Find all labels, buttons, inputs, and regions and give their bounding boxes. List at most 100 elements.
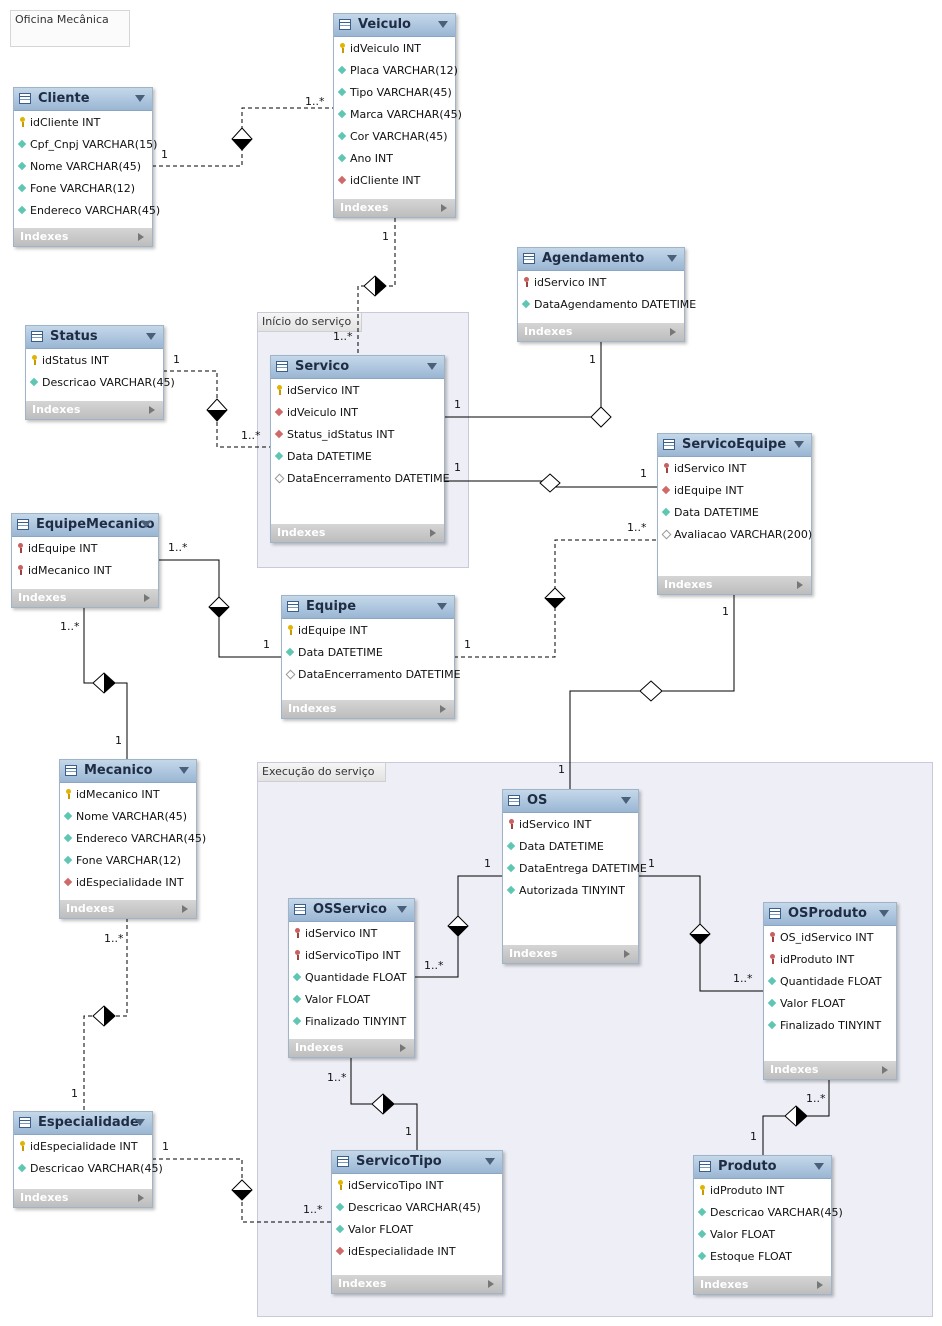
column-row[interactable]: Descricao VARCHAR(45) xyxy=(694,1202,843,1224)
column-row[interactable]: Data DATETIME xyxy=(282,642,454,664)
entity-header[interactable]: Agendamento xyxy=(518,248,684,271)
collapse-arrow-icon[interactable] xyxy=(427,363,437,370)
column-row[interactable]: Quantidade FLOAT xyxy=(764,971,896,993)
column-row[interactable]: idCliente INT xyxy=(334,170,455,192)
expand-arrow-icon[interactable] xyxy=(882,1066,888,1074)
column-row[interactable]: idServico INT xyxy=(658,458,811,480)
expand-arrow-icon[interactable] xyxy=(400,1044,406,1052)
column-row[interactable]: Marca VARCHAR(45) xyxy=(334,104,462,126)
column-row[interactable]: idServico INT xyxy=(271,380,444,402)
column-row[interactable]: idEquipe INT xyxy=(658,480,811,502)
expand-arrow-icon[interactable] xyxy=(430,529,436,537)
column-row[interactable]: idEspecialidade INT xyxy=(332,1241,502,1263)
column-row[interactable]: Finalizado TINYINT xyxy=(764,1015,896,1037)
column-row[interactable]: DataAgendamento DATETIME xyxy=(518,294,696,316)
collapse-arrow-icon[interactable] xyxy=(135,1119,145,1126)
column-row[interactable]: Fone VARCHAR(12) xyxy=(14,178,152,200)
expand-arrow-icon[interactable] xyxy=(144,594,150,602)
collapse-arrow-icon[interactable] xyxy=(141,521,151,528)
indexes-section[interactable]: Indexes xyxy=(764,1061,896,1079)
collapse-arrow-icon[interactable] xyxy=(438,21,448,28)
column-row[interactable]: idVeiculo INT xyxy=(334,38,455,60)
entity-header[interactable]: Equipe xyxy=(282,596,454,619)
column-row[interactable]: DataEncerramento DATETIME xyxy=(271,468,450,490)
column-row[interactable]: idEquipe INT xyxy=(12,538,158,560)
expand-arrow-icon[interactable] xyxy=(817,1281,823,1289)
expand-arrow-icon[interactable] xyxy=(441,204,447,212)
indexes-section[interactable]: Indexes xyxy=(60,900,196,918)
column-row[interactable]: Nome VARCHAR(45) xyxy=(60,806,196,828)
column-row[interactable]: Cpf_Cnpj VARCHAR(15) xyxy=(14,134,157,156)
expand-arrow-icon[interactable] xyxy=(488,1280,494,1288)
expand-arrow-icon[interactable] xyxy=(797,581,803,589)
column-row[interactable]: Valor FLOAT xyxy=(694,1224,831,1246)
column-row[interactable]: OS_idServico INT xyxy=(764,927,896,949)
column-row[interactable]: idServico INT xyxy=(518,272,684,294)
collapse-arrow-icon[interactable] xyxy=(179,767,189,774)
collapse-arrow-icon[interactable] xyxy=(146,333,156,340)
indexes-section[interactable]: Indexes xyxy=(503,945,638,963)
entity-header[interactable]: OSServico xyxy=(289,899,414,922)
column-row[interactable]: idCliente INT xyxy=(14,112,152,134)
indexes-section[interactable]: Indexes xyxy=(694,1276,831,1294)
indexes-section[interactable]: Indexes xyxy=(334,199,455,217)
column-row[interactable]: idEquipe INT xyxy=(282,620,454,642)
indexes-section[interactable]: Indexes xyxy=(271,524,444,542)
column-row[interactable]: Valor FLOAT xyxy=(332,1219,502,1241)
indexes-section[interactable]: Indexes xyxy=(282,700,454,718)
entity-header[interactable]: Status xyxy=(26,326,163,349)
collapse-arrow-icon[interactable] xyxy=(485,1158,495,1165)
column-row[interactable]: Tipo VARCHAR(45) xyxy=(334,82,455,104)
expand-arrow-icon[interactable] xyxy=(138,233,144,241)
column-row[interactable]: Data DATETIME xyxy=(503,836,638,858)
column-row[interactable]: idProduto INT xyxy=(764,949,896,971)
entity-header[interactable]: ServicoTipo xyxy=(332,1151,502,1174)
entity-header[interactable]: Servico xyxy=(271,356,444,379)
column-row[interactable]: Autorizada TINYINT xyxy=(503,880,638,902)
column-row[interactable]: Valor FLOAT xyxy=(289,989,414,1011)
column-row[interactable]: idEspecialidade INT xyxy=(60,872,196,894)
column-row[interactable]: Fone VARCHAR(12) xyxy=(60,850,196,872)
column-row[interactable]: DataEntrega DATETIME xyxy=(503,858,647,880)
column-row[interactable]: idServicoTipo INT xyxy=(289,945,414,967)
column-row[interactable]: idProduto INT xyxy=(694,1180,831,1202)
column-row[interactable]: Data DATETIME xyxy=(658,502,811,524)
column-row[interactable]: idServico INT xyxy=(289,923,414,945)
column-row[interactable]: Data DATETIME xyxy=(271,446,444,468)
column-row[interactable]: Estoque FLOAT xyxy=(694,1246,831,1268)
column-row[interactable]: Cor VARCHAR(45) xyxy=(334,126,455,148)
column-row[interactable]: Descricao VARCHAR(45) xyxy=(14,1158,163,1180)
column-row[interactable]: Endereco VARCHAR(45) xyxy=(60,828,206,850)
indexes-section[interactable]: Indexes xyxy=(332,1275,502,1293)
collapse-arrow-icon[interactable] xyxy=(814,1163,824,1170)
entity-header[interactable]: OSProduto xyxy=(764,903,896,926)
entity-header[interactable]: Veiculo xyxy=(334,14,455,37)
layer-oficina[interactable]: Oficina Mecânica xyxy=(10,10,130,47)
collapse-arrow-icon[interactable] xyxy=(437,603,447,610)
entity-header[interactable]: Mecanico xyxy=(60,760,196,783)
entity-header[interactable]: Cliente xyxy=(14,88,152,111)
column-row[interactable]: idStatus INT xyxy=(26,350,163,372)
expand-arrow-icon[interactable] xyxy=(149,406,155,414)
collapse-arrow-icon[interactable] xyxy=(794,441,804,448)
collapse-arrow-icon[interactable] xyxy=(397,906,407,913)
expand-arrow-icon[interactable] xyxy=(182,905,188,913)
indexes-section[interactable]: Indexes xyxy=(658,576,811,594)
entity-header[interactable]: Especialidade xyxy=(14,1112,152,1135)
column-row[interactable]: Status_idStatus INT xyxy=(271,424,444,446)
column-row[interactable]: idServico INT xyxy=(503,814,638,836)
entity-header[interactable]: EquipeMecanico xyxy=(12,514,158,537)
column-row[interactable]: Nome VARCHAR(45) xyxy=(14,156,152,178)
collapse-arrow-icon[interactable] xyxy=(879,910,889,917)
column-row[interactable]: idVeiculo INT xyxy=(271,402,444,424)
entity-header[interactable]: Produto xyxy=(694,1156,831,1179)
